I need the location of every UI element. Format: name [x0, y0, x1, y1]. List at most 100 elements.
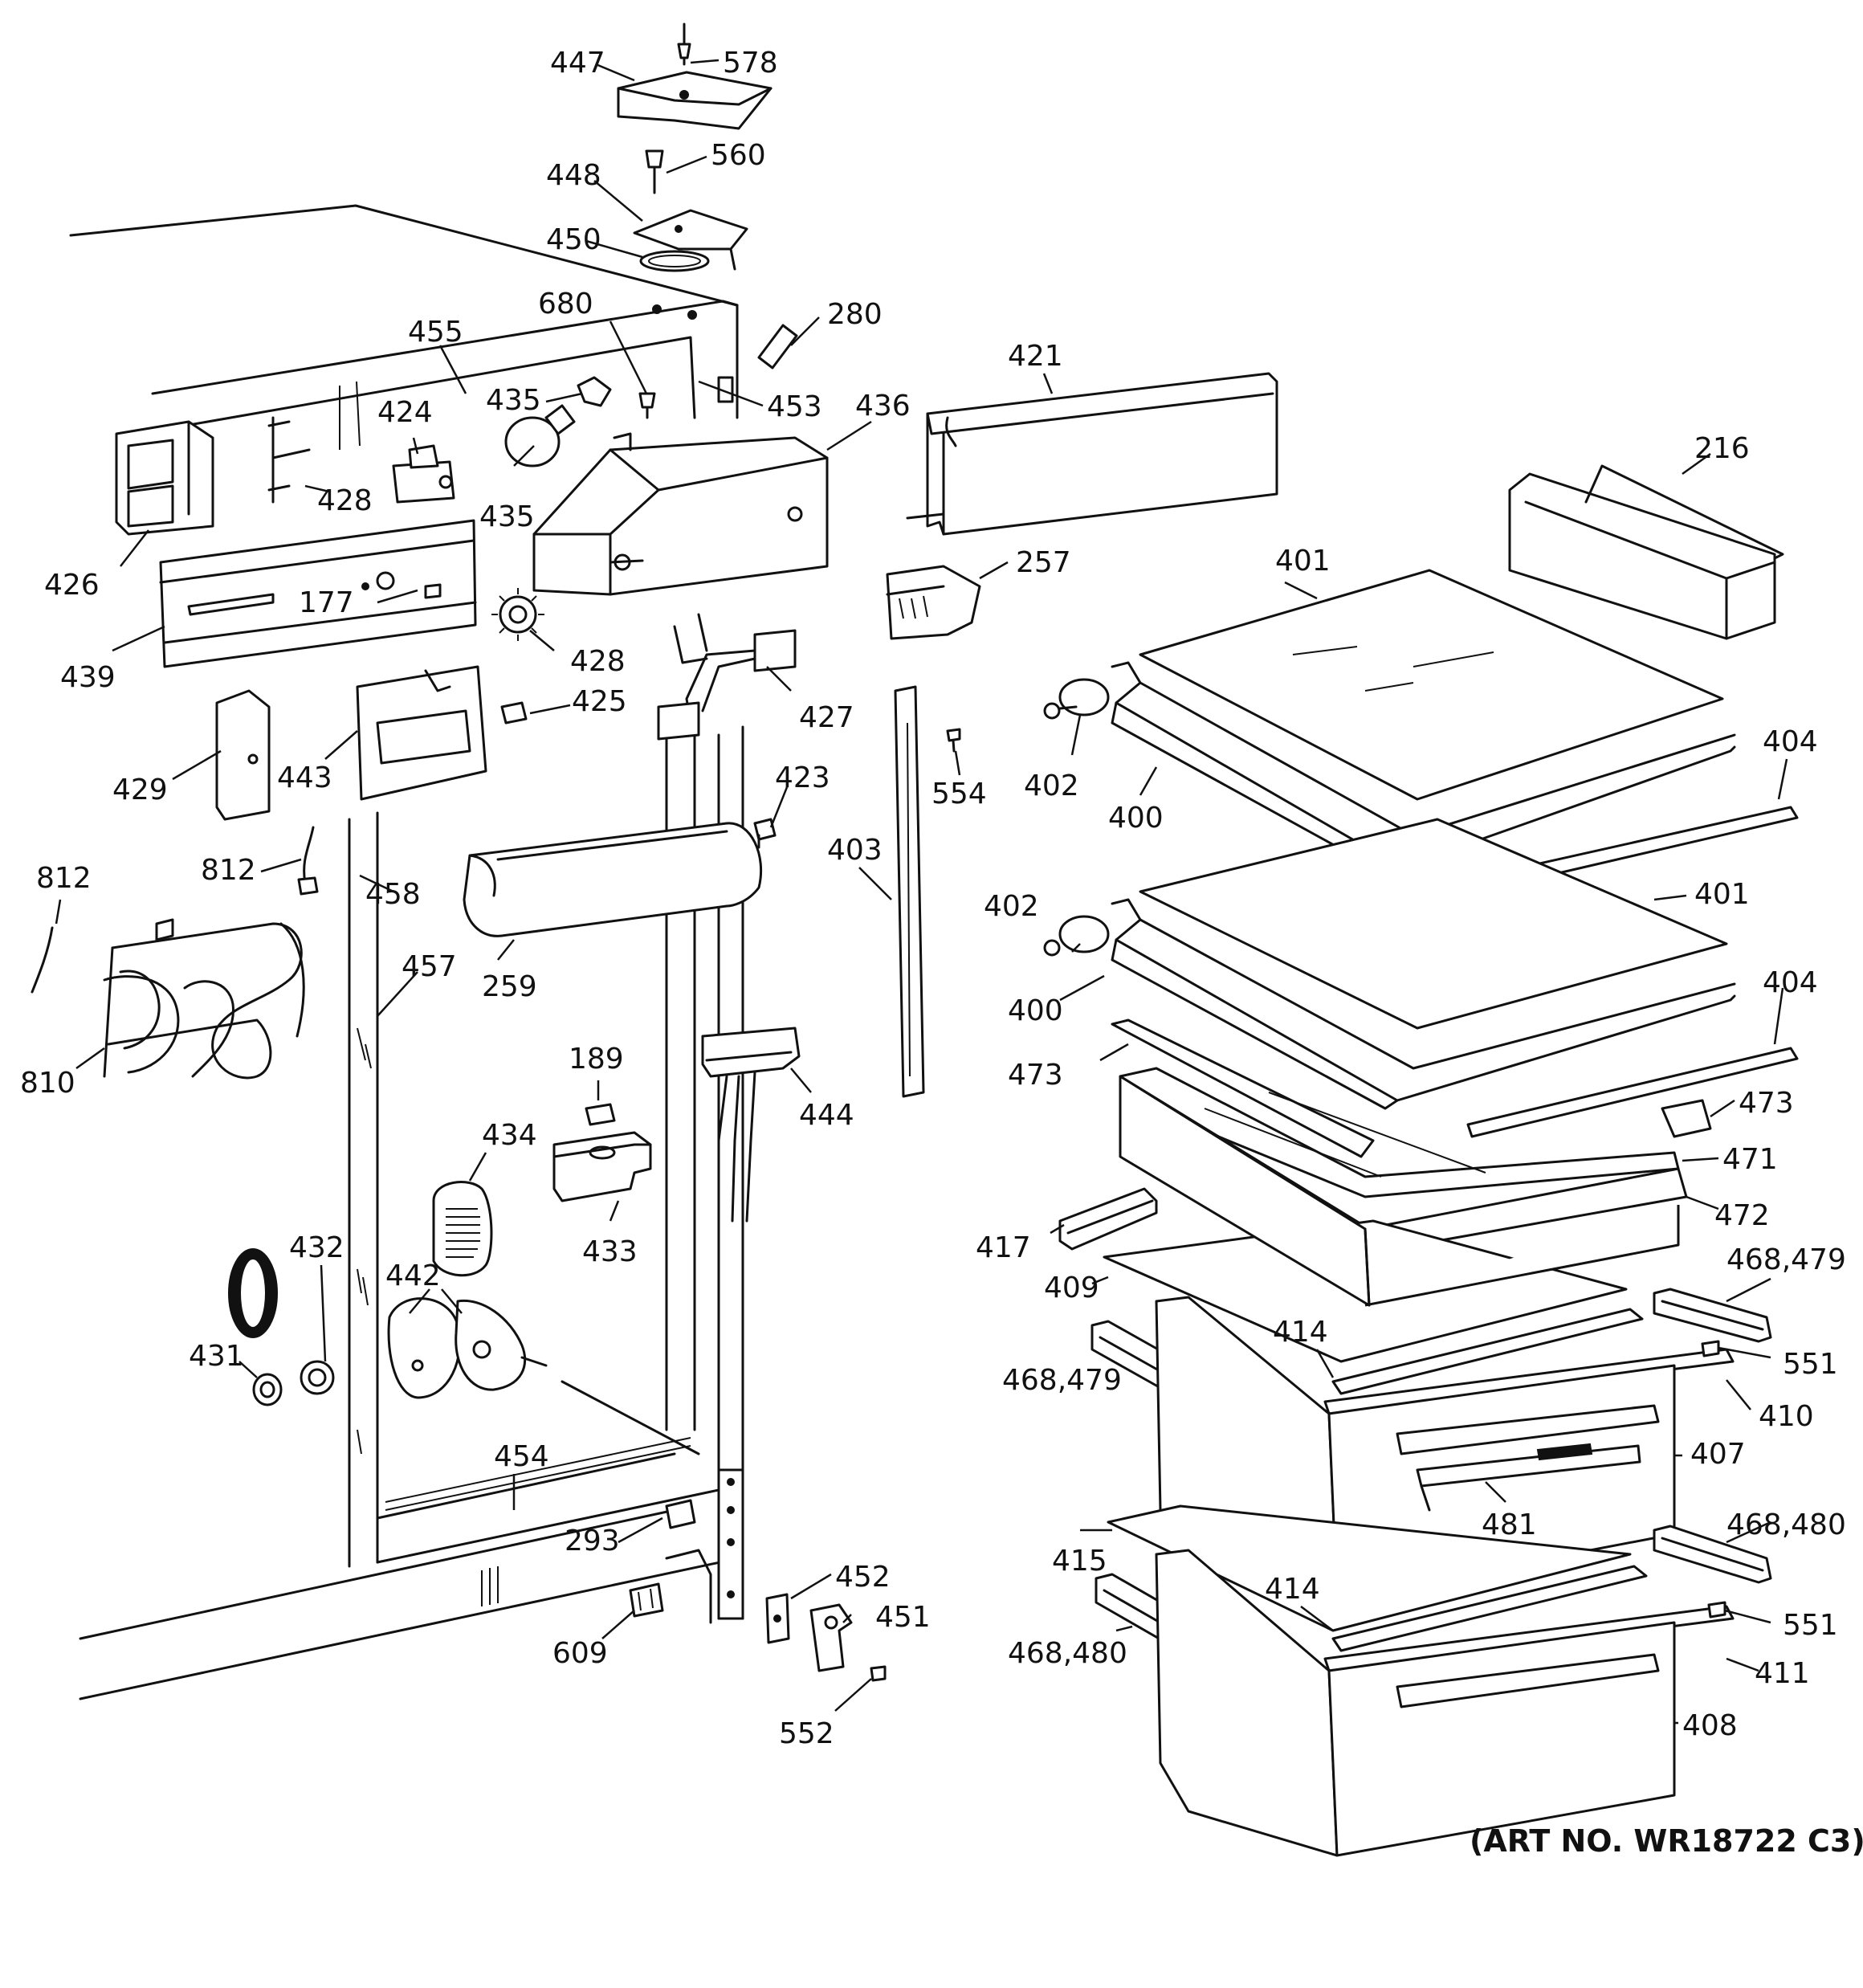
label-560: 560	[711, 139, 766, 172]
part-434-grille	[432, 1181, 493, 1277]
part-400-shelf-frame-lower	[1111, 898, 1736, 1110]
part-426-dispenser-housing	[115, 420, 214, 536]
part-216-bin	[1508, 464, 1784, 640]
label-551a: 551	[1783, 1348, 1838, 1381]
label-812a: 812	[36, 862, 92, 895]
callout-labels: 447 578 560 448 450 680 280 455 435 453 …	[20, 47, 1846, 1750]
label-451: 451	[875, 1601, 931, 1634]
label-428a: 428	[317, 484, 373, 517]
part-435-lamp-bulb	[504, 404, 576, 467]
label-680: 680	[538, 288, 593, 320]
part-428-clip	[267, 416, 311, 504]
label-458: 458	[365, 878, 421, 911]
part-451-bracket	[809, 1603, 853, 1672]
part-609-clip	[629, 1582, 664, 1618]
label-471: 471	[1722, 1143, 1778, 1176]
part-554-screw	[946, 728, 961, 753]
label-407: 407	[1690, 1438, 1746, 1471]
part-280-tube	[757, 324, 798, 369]
label-448: 448	[546, 159, 601, 192]
label-404a: 404	[1763, 725, 1818, 758]
label-436: 436	[855, 390, 911, 423]
part-810-heater	[103, 918, 305, 1080]
part-293-clip	[665, 1499, 696, 1529]
part-427-wiring	[657, 613, 797, 741]
leader-lines	[55, 59, 1788, 1725]
label-259: 259	[482, 970, 537, 1003]
part-452-plate	[765, 1593, 790, 1644]
label-454: 454	[494, 1440, 549, 1473]
part-578-screw	[677, 22, 691, 66]
label-410: 410	[1759, 1400, 1814, 1433]
part-432-bushing	[300, 1360, 335, 1395]
label-435b: 435	[479, 500, 535, 533]
label-421: 421	[1008, 340, 1063, 373]
part-oval-opening	[228, 1248, 278, 1338]
part-448-bracket	[633, 209, 748, 271]
label-473a: 473	[1008, 1059, 1063, 1092]
part-435-socket	[577, 376, 612, 407]
part-552-screw	[870, 1665, 887, 1682]
label-472: 472	[1714, 1199, 1770, 1232]
part-177-screw	[424, 583, 442, 599]
label-468-479b: 468,479	[1002, 1364, 1122, 1397]
label-408: 408	[1682, 1709, 1738, 1742]
label-810: 810	[20, 1067, 75, 1100]
part-189-pad	[585, 1103, 616, 1126]
part-468-479-slide-right	[1653, 1288, 1772, 1343]
label-293: 293	[565, 1525, 620, 1557]
label-481: 481	[1482, 1508, 1537, 1541]
part-481-handle	[1416, 1443, 1641, 1512]
label-468-480a: 468,480	[1726, 1508, 1846, 1541]
part-436-light-housing	[532, 432, 829, 596]
label-468-479a: 468,479	[1726, 1243, 1846, 1276]
part-551-screw-upper	[1701, 1340, 1720, 1357]
label-447: 447	[550, 47, 605, 80]
part-428-gear	[491, 588, 544, 641]
label-409: 409	[1044, 1272, 1099, 1304]
part-402-shelf-support-lower	[1043, 915, 1110, 957]
label-433: 433	[582, 1235, 638, 1268]
part-417-rail	[1058, 1187, 1158, 1251]
cabinet-outline	[69, 204, 744, 1700]
label-452: 452	[835, 1561, 891, 1594]
label-423: 423	[775, 761, 830, 794]
label-424: 424	[377, 396, 433, 429]
label-431: 431	[189, 1340, 244, 1373]
label-609: 609	[552, 1637, 608, 1670]
part-401-glass-shelf-upper	[1139, 569, 1724, 801]
part-429-bracket	[215, 689, 271, 821]
part-425-block	[500, 701, 528, 725]
part-450-gasket	[639, 250, 710, 272]
part-drawer-upper-body	[1119, 1075, 1680, 1307]
part-431-plug	[252, 1373, 283, 1406]
part-680-screw	[638, 392, 656, 419]
part-259-duct	[463, 822, 763, 937]
label-403: 403	[827, 834, 883, 867]
label-551b: 551	[1783, 1609, 1838, 1642]
label-414a: 414	[1273, 1316, 1328, 1349]
part-402-shelf-support-upper	[1043, 678, 1110, 720]
label-429: 429	[112, 774, 168, 806]
label-401b: 401	[1694, 878, 1750, 911]
part-433-housing	[552, 1131, 652, 1202]
label-411: 411	[1755, 1657, 1810, 1690]
label-400b: 400	[1008, 994, 1063, 1027]
part-439-bracket	[159, 519, 477, 668]
part-424-switch	[392, 444, 455, 504]
part-411-drawer-front-rim	[1323, 1605, 1735, 1672]
label-189: 189	[569, 1043, 624, 1076]
label-578: 578	[723, 47, 778, 80]
part-423-connector	[753, 818, 777, 849]
label-426: 426	[44, 569, 100, 602]
label-400a: 400	[1108, 802, 1164, 835]
part-257-timer	[886, 565, 981, 640]
label-442: 442	[385, 1259, 441, 1292]
part-812-tube	[31, 826, 319, 994]
label-552: 552	[779, 1717, 834, 1750]
label-427: 427	[799, 701, 854, 734]
label-443: 443	[277, 761, 332, 794]
label-473b: 473	[1739, 1087, 1794, 1120]
label-401a: 401	[1275, 545, 1331, 578]
